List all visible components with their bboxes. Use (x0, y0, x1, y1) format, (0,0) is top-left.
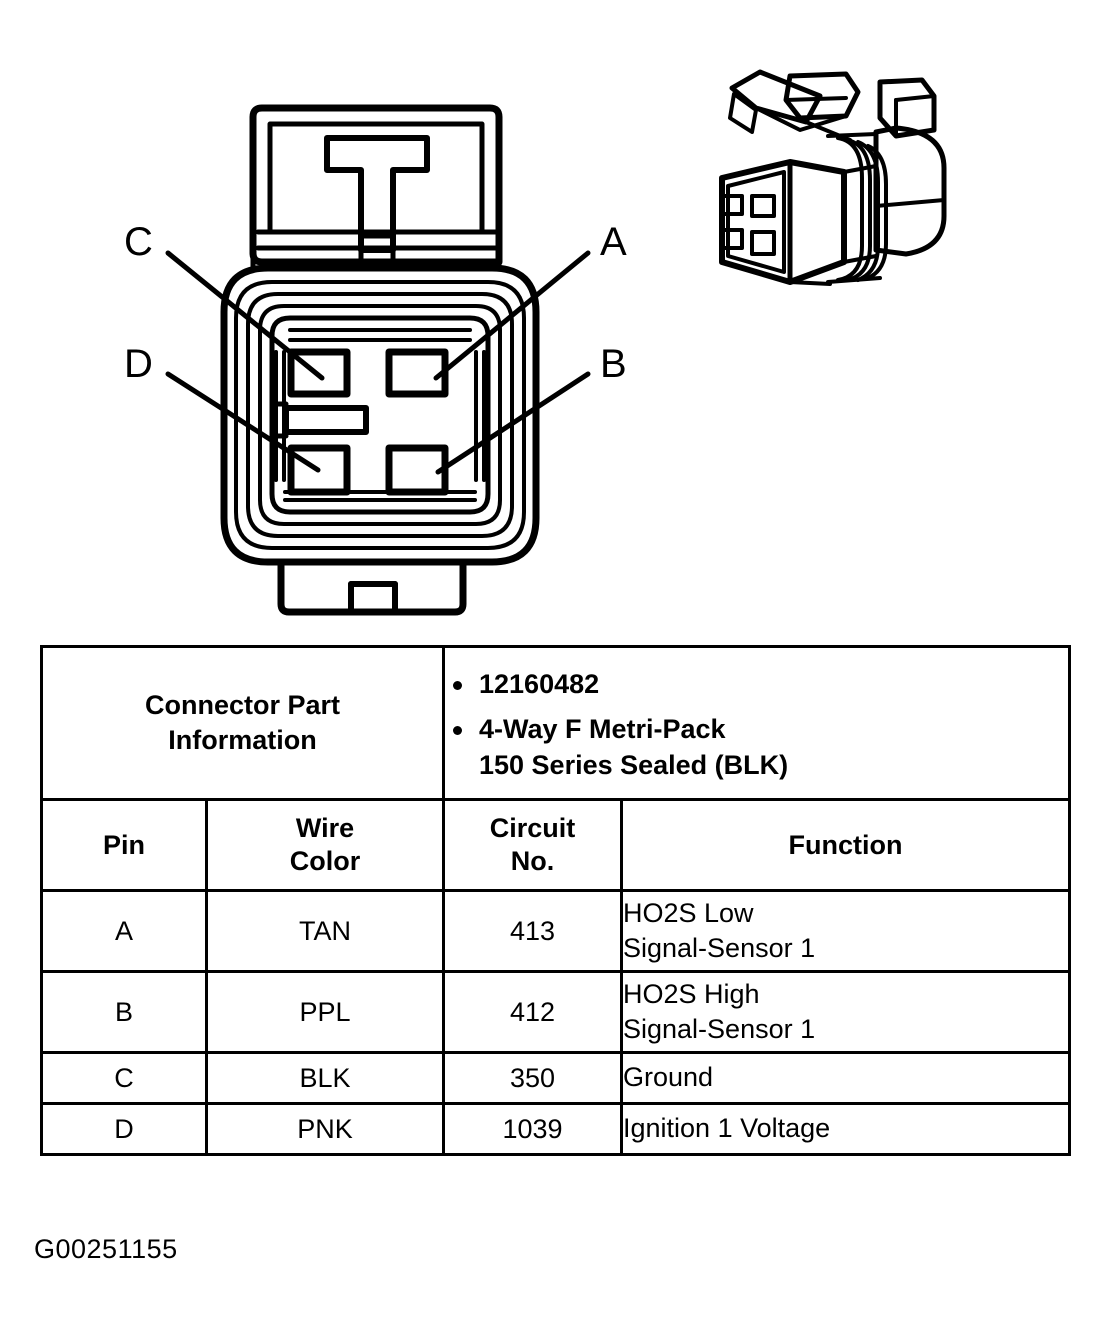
part-info-label-line1: Connector Part (144, 689, 341, 720)
part-type-line1: 4-Way F Metri-Pack (479, 714, 726, 745)
header-circuit-line2: No. (510, 846, 555, 876)
table-row: B PPL 412 HO2S High Signal-Sensor 1 (40, 970, 1071, 1054)
keying-slot (283, 405, 369, 435)
cell-circuit-no: 412 (442, 970, 623, 1054)
leader-line-C (165, 250, 325, 381)
cell-pin: B (40, 970, 208, 1054)
figure-code: G00251155 (34, 1234, 178, 1264)
cell-function-line1: HO2S High (623, 978, 760, 1009)
cell-wire-color: PNK (205, 1102, 445, 1156)
callout-label-A: A (600, 220, 627, 264)
cavity-D (287, 444, 351, 496)
table-row: A TAN 413 HO2S Low Signal-Sensor 1 (40, 889, 1071, 973)
part-info-values-cell: 12160482 4-Way F Metri-Pack 150 Series S… (442, 645, 1071, 801)
cell-function: HO2S Low Signal-Sensor 1 (620, 889, 1071, 973)
header-function-text: Function (788, 829, 903, 860)
connector-spec-table: Connector Part Information 12160482 4-Wa… (40, 645, 1071, 1156)
callout-leader-lines (165, 250, 591, 475)
callout-label-B: B (600, 342, 627, 386)
cell-pin: D (40, 1102, 208, 1156)
cell-circuit-no: 1039 (442, 1102, 623, 1156)
cell-pin: C (40, 1051, 208, 1105)
header-wire-line1: Wire (295, 813, 355, 844)
header-function: Function (620, 798, 1071, 892)
leader-line-D (165, 371, 321, 473)
header-pin: Pin (40, 798, 208, 892)
cavity-C (287, 348, 351, 398)
part-info-item-number: 12160482 (445, 667, 1068, 703)
cell-circuit-no: 413 (442, 889, 623, 973)
cell-circuit-no: 350 (442, 1051, 623, 1105)
part-number: 12160482 (479, 668, 600, 699)
table-row-part-info: Connector Part Information 12160482 4-Wa… (40, 645, 1071, 801)
cell-function-line2: Signal-Sensor 1 (623, 1014, 816, 1044)
header-wire-color: Wire Color (205, 798, 445, 892)
callout-label-C: C (124, 220, 153, 264)
cell-function-line1: Ground (623, 1062, 714, 1093)
leader-line-A (433, 250, 591, 381)
cell-wire-color: BLK (205, 1051, 445, 1105)
part-info-label-line2: Information (168, 725, 317, 755)
callout-label-D: D (124, 342, 153, 386)
cavity-A (385, 348, 449, 398)
table-row: C BLK 350 Ground (40, 1051, 1071, 1105)
cell-wire-color: PPL (205, 970, 445, 1054)
cell-pin: A (40, 889, 208, 973)
part-info-list: 12160482 4-Way F Metri-Pack 150 Series S… (445, 667, 1068, 784)
cell-function-line1: Ignition 1 Voltage (623, 1113, 831, 1144)
header-wire-line2: Color (289, 846, 361, 876)
connector-front-view (220, 104, 540, 616)
header-circuit-line1: Circuit (489, 813, 576, 844)
table-header-row: Pin Wire Color Circuit No. Function (40, 798, 1071, 892)
table-row: D PNK 1039 Ignition 1 Voltage (40, 1102, 1071, 1156)
connector-figure: C D A B (0, 0, 1109, 640)
connector-figure-svg (165, 69, 947, 616)
cell-function-line1: HO2S Low (623, 897, 754, 928)
part-info-item-type: 4-Way F Metri-Pack 150 Series Sealed (BL… (445, 712, 1068, 783)
connector-isometric-view (719, 69, 947, 286)
cell-wire-color: TAN (205, 889, 445, 973)
leader-line-B (435, 371, 591, 475)
cell-function: Ignition 1 Voltage (620, 1102, 1071, 1156)
cell-function: HO2S High Signal-Sensor 1 (620, 970, 1071, 1054)
header-pin-text: Pin (102, 829, 145, 860)
cell-function: Ground (620, 1051, 1071, 1105)
header-circuit-no: Circuit No. (442, 798, 623, 892)
part-info-label-cell: Connector Part Information (40, 645, 445, 801)
part-type-line2: 150 Series Sealed (BLK) (479, 749, 789, 780)
cell-function-line2: Signal-Sensor 1 (623, 933, 816, 963)
